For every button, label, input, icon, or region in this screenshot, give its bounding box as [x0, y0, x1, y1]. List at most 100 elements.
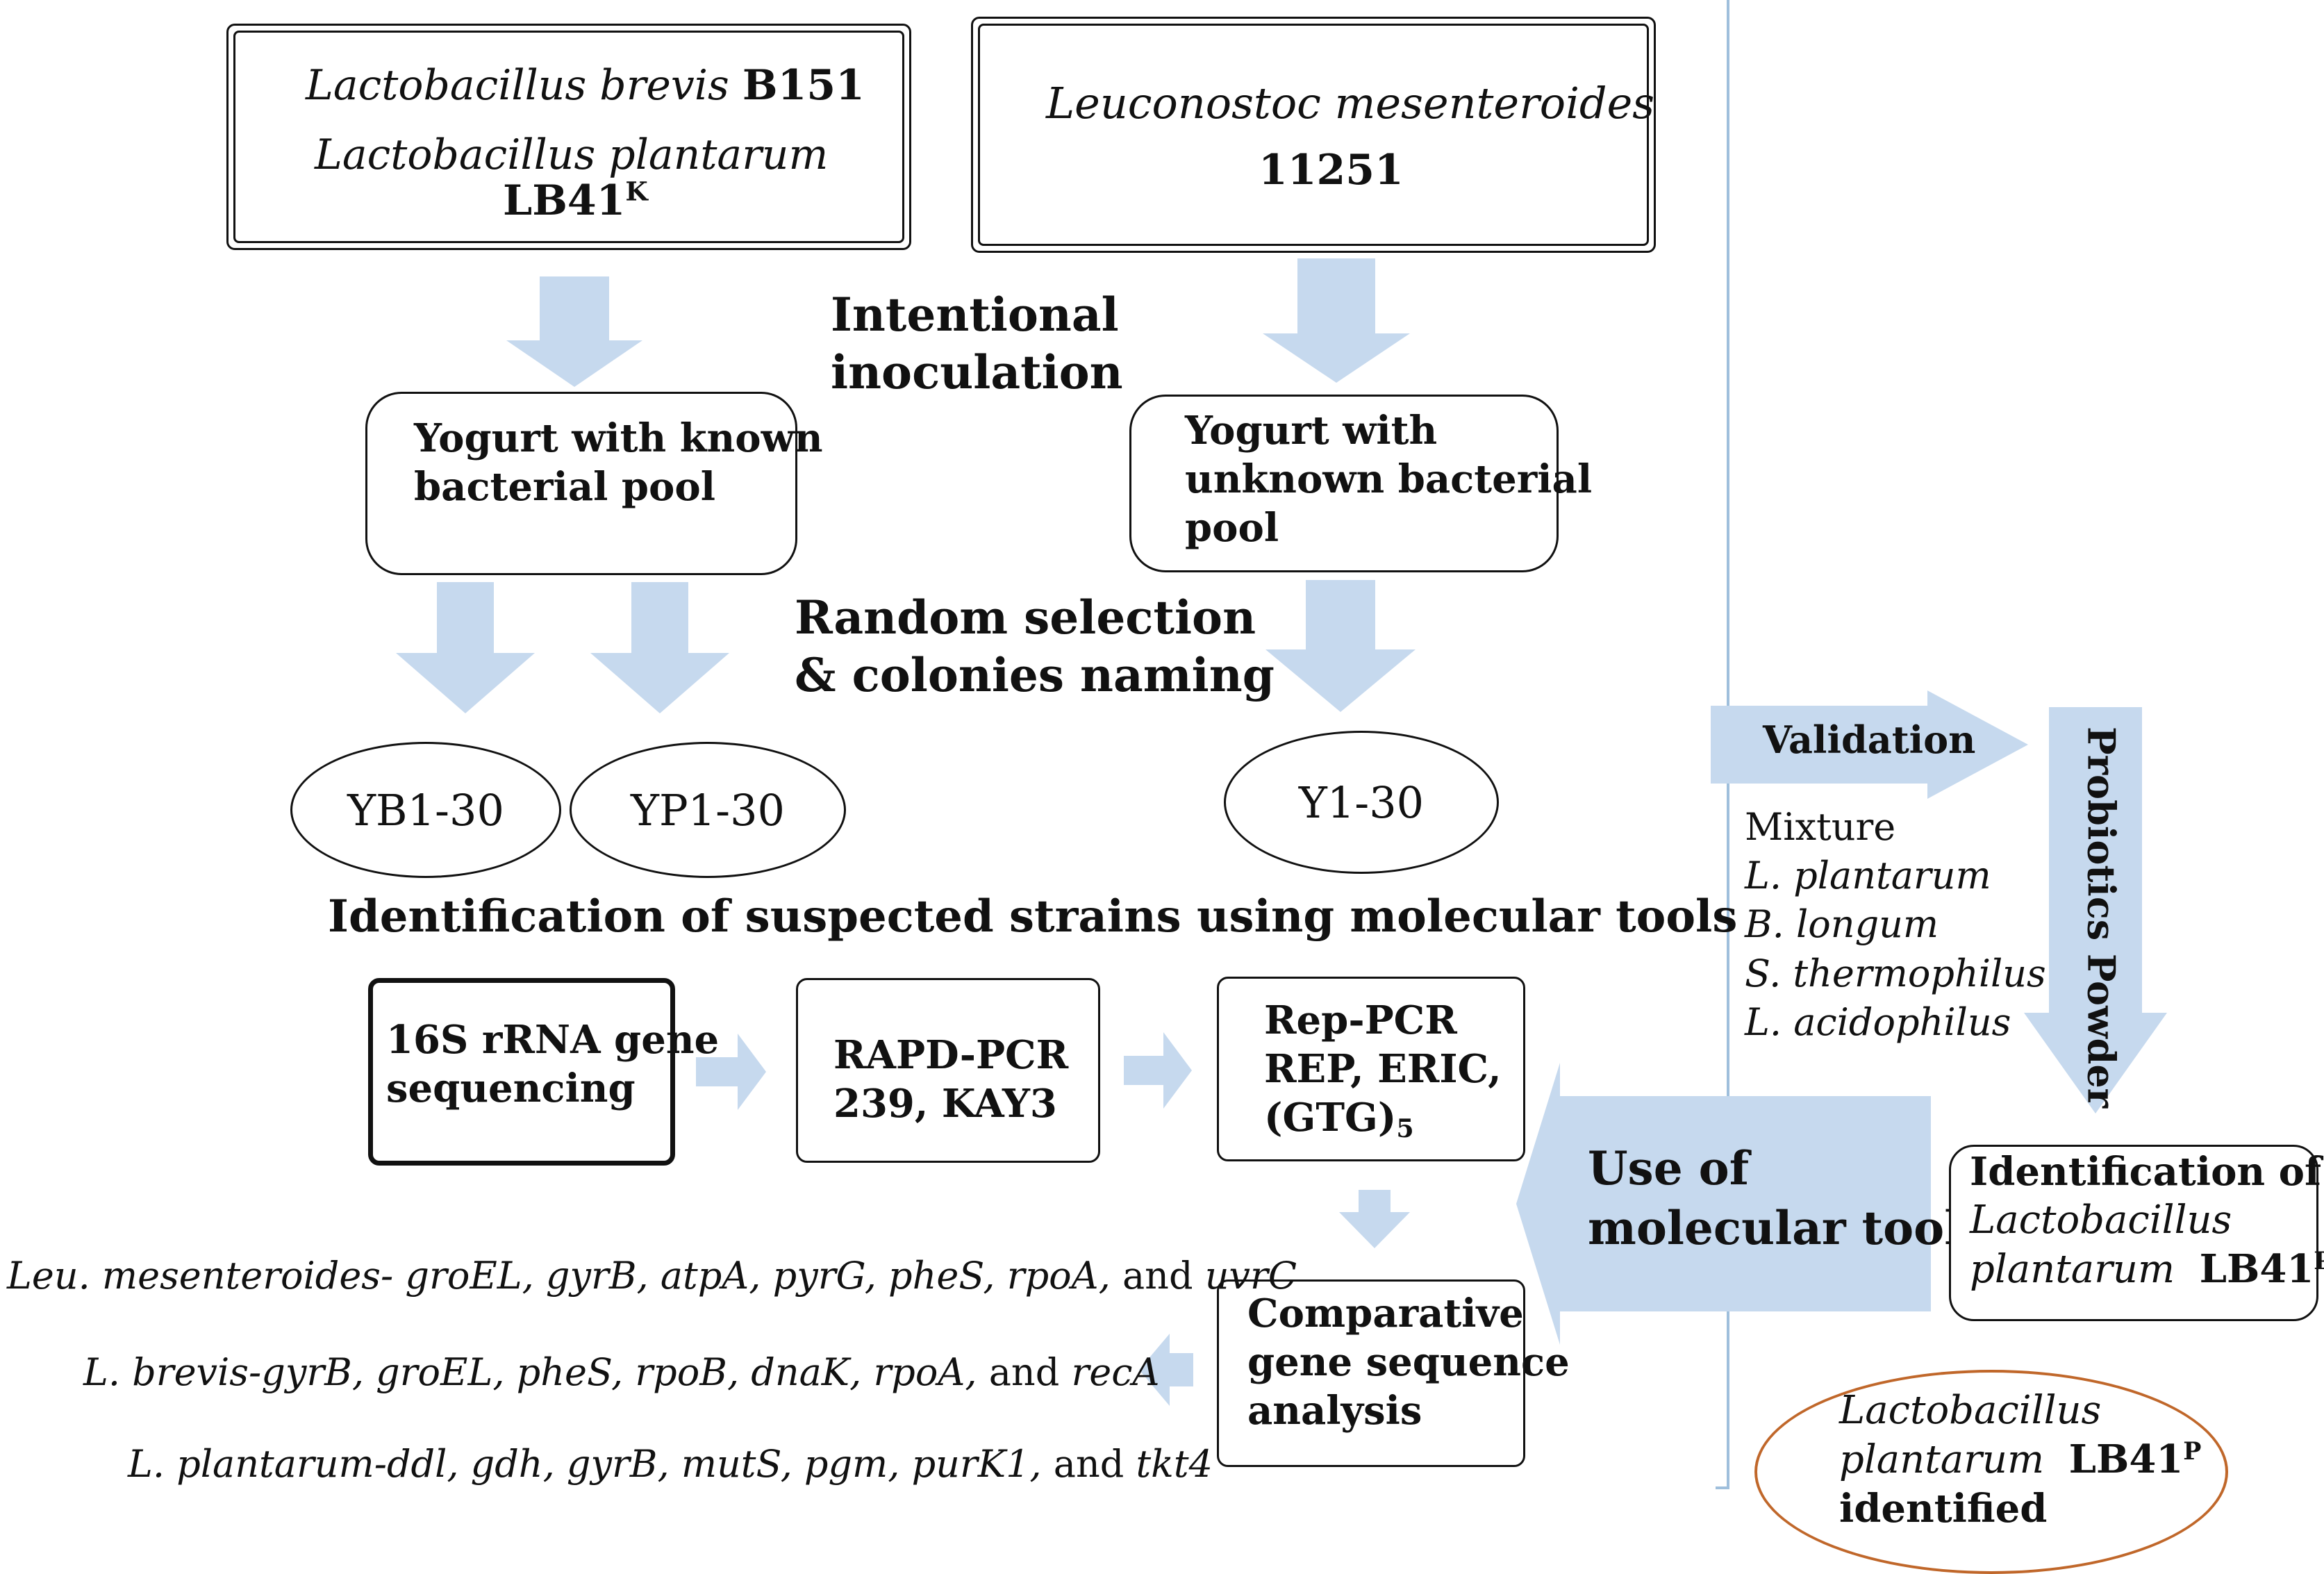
divider-line	[1716, 0, 1729, 1489]
method-rep-line3: (GTG)5	[1264, 1093, 1502, 1145]
source-left-line1: Lactobacillus brevis B151	[306, 61, 865, 110]
comparative-line1: Comparative	[1247, 1291, 1524, 1336]
genes-brevis-list: L. brevis-gyrB, groEL, pheS, rpoB, dnaK,…	[83, 1350, 977, 1394]
validation-label: Validation	[1763, 718, 1976, 762]
result-text: Lactobacillus plantarum LB41P identified	[1839, 1386, 2201, 1533]
identification-strain: LB41	[2199, 1246, 2314, 1292]
validation-arrow	[1711, 690, 2028, 799]
molecular-tools-label: Use of molecular tools	[1588, 1139, 1987, 1259]
method-rep-line1: Rep-PCR	[1264, 997, 1457, 1043]
yogurt-known-box	[365, 392, 797, 575]
molecular-tools-line1: Use of	[1588, 1141, 1750, 1195]
result-strain: LB41	[2068, 1436, 2184, 1482]
mixture-list: Mixture L. plantarum B. longum S. thermo…	[1745, 803, 2046, 1047]
random-selection-label: Random selection & colonies naming	[795, 589, 1275, 704]
inoculation-label-line1: Intentional	[831, 288, 1119, 342]
genes-plantarum-and: and	[1053, 1442, 1124, 1486]
result-ellipse	[1754, 1370, 2228, 1574]
method-rapd-text: RAPD-PCR 239, KAY3	[833, 1031, 1068, 1128]
genes-leu-and: and	[1122, 1254, 1193, 1298]
genes-brevis-and: and	[988, 1350, 1060, 1394]
arrow-down-to-yp	[590, 582, 729, 713]
method-rep-box	[1217, 977, 1525, 1161]
identification-line1: Identification of	[1970, 1149, 2322, 1195]
method-rapd-box	[796, 978, 1100, 1163]
comparative-text: Comparative gene sequence analysis	[1247, 1289, 1570, 1435]
method-rep-text: Rep-PCR REP, ERIC, (GTG)5	[1264, 996, 1502, 1145]
yogurt-known-line2: bacterial pool	[414, 464, 715, 510]
random-selection-line1: Random selection	[795, 590, 1256, 645]
colony-y-label: Y1-30	[1298, 777, 1425, 828]
identification-strain-sup: P	[2314, 1246, 2324, 1275]
arrow-down-inoculation-left	[506, 276, 642, 387]
genes-brevis-last: recA	[1071, 1350, 1160, 1394]
mixture-title: Mixture	[1745, 805, 1896, 849]
method-16s-box	[368, 978, 675, 1166]
arrow-right-seq-to-rapd	[696, 1034, 766, 1110]
species-leuconostoc: Leuconostoc mesenteroides	[1046, 78, 1655, 129]
yogurt-known-line1: Yogurt with known	[414, 415, 823, 461]
colony-yb: YB1-30	[290, 742, 561, 878]
species-brevis: Lactobacillus brevis	[306, 61, 729, 110]
result-line3: identified	[1839, 1486, 2048, 1532]
yogurt-unknown-line2: unknown bacterial	[1185, 456, 1593, 502]
result-strain-sup: P	[2183, 1436, 2202, 1466]
yogurt-unknown-line1: Yogurt with	[1185, 408, 1438, 454]
identification-line3: plantarum LB41P	[1970, 1245, 2324, 1294]
species-plantarum: Lactobacillus plantarum	[315, 131, 829, 179]
colony-yb-label: YB1-30	[347, 784, 504, 836]
mixture-item: S. thermophilus	[1745, 951, 2046, 995]
arrow-left-to-genes	[1139, 1334, 1193, 1406]
genes-leu-last: uvrC	[1204, 1254, 1297, 1298]
probiotics-arrow	[2024, 707, 2167, 1113]
yogurt-known-text: Yogurt with known bacterial pool	[414, 414, 823, 511]
method-16s-line1: 16S rRNA gene	[386, 1017, 720, 1063]
mixture-item: L. acidophilus	[1745, 1000, 2011, 1044]
arrow-down-to-y	[1265, 580, 1416, 712]
probiotics-label: Probiotics Powder	[2079, 727, 2124, 1109]
method-rep-gtg: (GTG)	[1264, 1095, 1397, 1141]
source-box-left	[226, 24, 911, 250]
genes-leu-list: Leu. mesenteroides- groEL, gyrB, atpA, p…	[7, 1254, 1111, 1298]
strain-lb41k-main: LB41	[503, 176, 626, 225]
strain-11251: 11251	[1259, 146, 1404, 194]
yogurt-unknown-text: Yogurt with unknown bacterial pool	[1185, 406, 1592, 552]
method-rapd-line2: 239, KAY3	[833, 1081, 1057, 1127]
comparative-line3: analysis	[1247, 1388, 1422, 1434]
result-line1: Lactobacillus	[1839, 1388, 2102, 1433]
random-selection-line2: & colonies naming	[795, 647, 1275, 702]
genes-plantarum: L. plantarum-ddl, gdh, gyrB, mutS, pgm, …	[128, 1442, 1213, 1486]
genes-plantarum-last: tkt4	[1136, 1442, 1213, 1486]
strain-lb41k-sup: K	[625, 176, 648, 207]
colony-y: Y1-30	[1224, 731, 1499, 874]
genes-brevis: L. brevis-gyrB, groEL, pheS, rpoB, dnaK,…	[83, 1350, 1159, 1395]
identification-heading: Identification of suspected strains usin…	[328, 890, 1738, 943]
arrow-down-to-yb	[396, 582, 535, 713]
identification-line2: Lactobacillus	[1970, 1198, 2232, 1243]
molecular-tools-line2: molecular tools	[1588, 1200, 1988, 1255]
yogurt-unknown-box	[1129, 395, 1559, 572]
mixture-item: B. longum	[1745, 902, 1939, 947]
inoculation-label-line2: inoculation	[831, 345, 1123, 399]
method-rep-line2: REP, ERIC,	[1264, 1046, 1502, 1092]
arrow-right-rapd-to-rep	[1124, 1032, 1192, 1109]
identification-text: Identification of Lactobacillus plantaru…	[1970, 1148, 2324, 1294]
colony-yp-label: YP1-30	[631, 784, 785, 836]
inoculation-label: Intentional inoculation	[831, 286, 1123, 401]
yogurt-unknown-line3: pool	[1185, 505, 1279, 551]
genes-plantarum-list: L. plantarum-ddl, gdh, gyrB, mutS, pgm, …	[128, 1442, 1042, 1486]
method-16s-text: 16S rRNA gene sequencing	[386, 1016, 719, 1113]
comparative-box	[1217, 1279, 1525, 1467]
method-rep-gtg-sub: 5	[1396, 1113, 1414, 1144]
identification-box	[1949, 1145, 2318, 1321]
mixture-item: L. plantarum	[1745, 854, 1991, 898]
identification-species: plantarum	[1970, 1247, 2175, 1292]
result-species: plantarum	[1839, 1437, 2045, 1482]
strain-lb41k: LB41K	[503, 176, 648, 226]
method-16s-line2: sequencing	[386, 1066, 636, 1111]
colony-yp: YP1-30	[570, 742, 846, 878]
strain-b151: B151	[742, 61, 865, 110]
source-box-right-inner	[978, 24, 1649, 246]
molecular-tools-arrow	[1516, 1063, 1931, 1345]
source-box-right	[971, 17, 1656, 253]
